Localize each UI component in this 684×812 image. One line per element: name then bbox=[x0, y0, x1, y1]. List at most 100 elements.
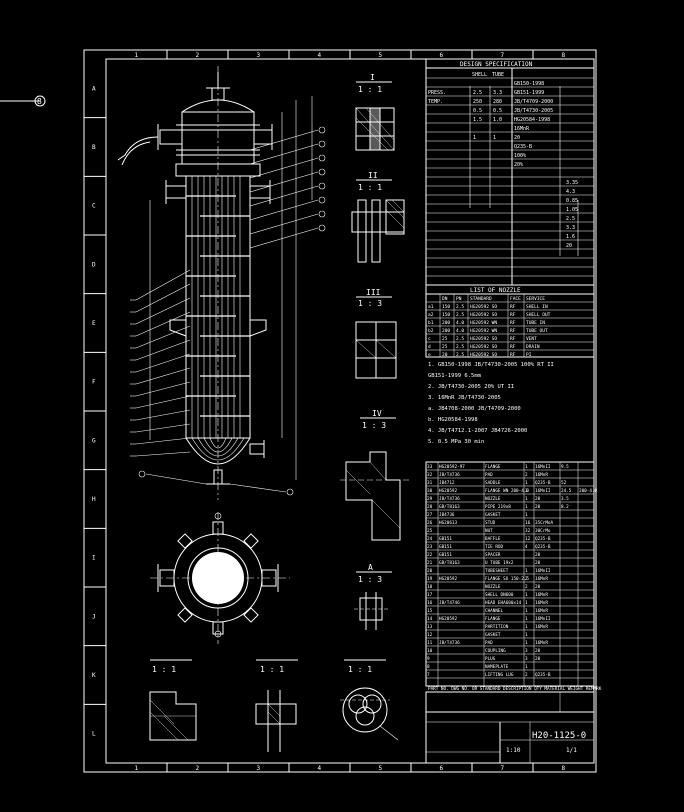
parts-cell: PLUG bbox=[485, 656, 496, 662]
nozzle-header: STANDARD bbox=[470, 296, 492, 302]
parts-cell: 1 bbox=[525, 464, 528, 470]
parts-cell: 1 bbox=[525, 568, 528, 574]
design-spec-title: DESIGN SPECIFICATION bbox=[460, 61, 533, 68]
parts-cell: GB/T8163 bbox=[439, 504, 460, 510]
spec-tube-value: 0.5 bbox=[493, 108, 502, 114]
parts-cell: 20 bbox=[535, 552, 541, 558]
parts-cell: GB151 bbox=[439, 544, 452, 550]
row-label: L bbox=[92, 731, 96, 738]
column-label-top: 2 bbox=[196, 52, 200, 59]
parts-cell: 16MnR bbox=[535, 608, 548, 614]
nozzle-grid bbox=[425, 294, 595, 357]
column-label-top: 3 bbox=[257, 52, 261, 59]
section-III: III 1 : 3 bbox=[355, 288, 397, 379]
parts-cell: 1 bbox=[525, 608, 528, 614]
parts-cell: TIE ROD bbox=[485, 544, 504, 550]
nozzle-cell: RF bbox=[510, 312, 516, 318]
parts-cell: HG20613 bbox=[439, 520, 458, 526]
parts-cell: U TUBE 19x2 bbox=[485, 560, 514, 566]
parts-cell: 29 bbox=[427, 496, 433, 502]
parts-cell: 1 bbox=[525, 512, 528, 518]
nozzle-cell: RF bbox=[510, 344, 516, 350]
parts-cell: 20 bbox=[535, 504, 541, 510]
parts-cell: STUD bbox=[485, 520, 496, 526]
spec-right-value: 2.5 bbox=[566, 216, 575, 222]
leader-lines-right bbox=[249, 126, 326, 249]
spec-code: Q235-B bbox=[514, 144, 532, 150]
spec-shell-value: 0.5 bbox=[473, 108, 482, 114]
section-II-label: II bbox=[368, 171, 378, 180]
spec-code: 20% bbox=[514, 162, 523, 168]
parts-cell: 2 bbox=[525, 584, 528, 590]
nozzle-header: PN bbox=[456, 296, 462, 302]
parts-cell: 1 bbox=[525, 632, 528, 638]
nozzle-cell: DRAIN bbox=[526, 344, 540, 350]
vessel-elevation bbox=[117, 66, 326, 500]
parts-cell: 3 bbox=[525, 656, 528, 662]
spec-shell-value: 2.5 bbox=[473, 90, 482, 96]
parts-cell: 12 bbox=[427, 632, 433, 638]
section-III-label: III bbox=[366, 288, 381, 297]
parts-cell: 30 bbox=[427, 488, 433, 494]
support-lug-right bbox=[249, 319, 267, 337]
parts-cell: GASKET bbox=[485, 632, 501, 638]
parts-cell: 16MnII bbox=[535, 488, 551, 494]
detail-view-3: 1 : 1 bbox=[340, 659, 399, 741]
parts-cell: 32 bbox=[427, 472, 433, 478]
parts-cell: 23 bbox=[427, 544, 433, 550]
spec-col-tube: TUBE bbox=[492, 72, 504, 78]
spec-row-label: PRESS. bbox=[428, 90, 446, 96]
nozzle-cell: 2.5 bbox=[456, 336, 464, 342]
parts-cell: 20 bbox=[535, 496, 541, 502]
margin-marker: 8 bbox=[0, 95, 46, 107]
parts-cell: 1 bbox=[525, 496, 528, 502]
parts-cell: 20 bbox=[535, 560, 541, 566]
parts-cell: NOZZLE bbox=[485, 584, 501, 590]
nozzle-cell: HG20592 SO bbox=[470, 344, 497, 350]
spec-right-value: 1.6 bbox=[566, 234, 575, 240]
parts-cell: 20 bbox=[535, 656, 541, 662]
parts-cell: 1 bbox=[525, 624, 528, 630]
spec-code: JB/T4709-2000 bbox=[514, 99, 553, 105]
parts-cell: 31 bbox=[427, 480, 433, 486]
parts-cell: PIPE 219x8 bbox=[485, 504, 511, 510]
row-label: G bbox=[92, 437, 96, 444]
parts-cell: 15 bbox=[427, 608, 433, 614]
nozzle-header: DN bbox=[442, 296, 448, 302]
bottom-head bbox=[185, 437, 251, 465]
parts-cell: JB/T4736 bbox=[439, 640, 460, 646]
parts-cell: 25 bbox=[427, 528, 433, 534]
parts-cell: 16 bbox=[525, 520, 531, 526]
column-label-top: 1 bbox=[135, 52, 139, 59]
column-label-bottom: 1 bbox=[135, 765, 139, 772]
spec-tube-value: 280 bbox=[493, 99, 502, 105]
parts-cell: 26 bbox=[427, 520, 433, 526]
nozzle-cell: 25 bbox=[442, 336, 448, 342]
parts-cell: 200-4.0 bbox=[579, 488, 598, 494]
parts-cell: Q235-B bbox=[535, 536, 551, 542]
section-A: A 1 : 3 bbox=[354, 563, 392, 630]
nozzle-cell: 4.0 bbox=[456, 328, 464, 334]
parts-cell: 1 bbox=[525, 616, 528, 622]
parts-cell: SHELL DN600 bbox=[485, 592, 514, 598]
nozzle-cell: SHELL IN bbox=[526, 304, 548, 310]
spec-tube-value: 1 bbox=[493, 135, 496, 141]
section-III-scale: 1 : 3 bbox=[358, 299, 382, 308]
parts-cell: 3.5 bbox=[561, 496, 569, 502]
parts-cell: Q235-B bbox=[535, 480, 551, 486]
section-I: I 1 : 1 bbox=[355, 73, 395, 151]
parts-cell: HEAD EHA600x14 bbox=[485, 600, 522, 606]
leader-lines-left bbox=[130, 269, 191, 457]
nozzle-cell: 4.0 bbox=[456, 320, 464, 326]
parts-cell: 16MnII bbox=[535, 616, 551, 622]
parts-cell: NUT bbox=[485, 528, 493, 534]
section-A-scale: 1 : 3 bbox=[358, 575, 382, 584]
nozzle-a1 bbox=[249, 185, 271, 199]
parts-cell: GB151 bbox=[439, 536, 452, 542]
drawing-sheet-no: 1/1 bbox=[566, 747, 577, 754]
